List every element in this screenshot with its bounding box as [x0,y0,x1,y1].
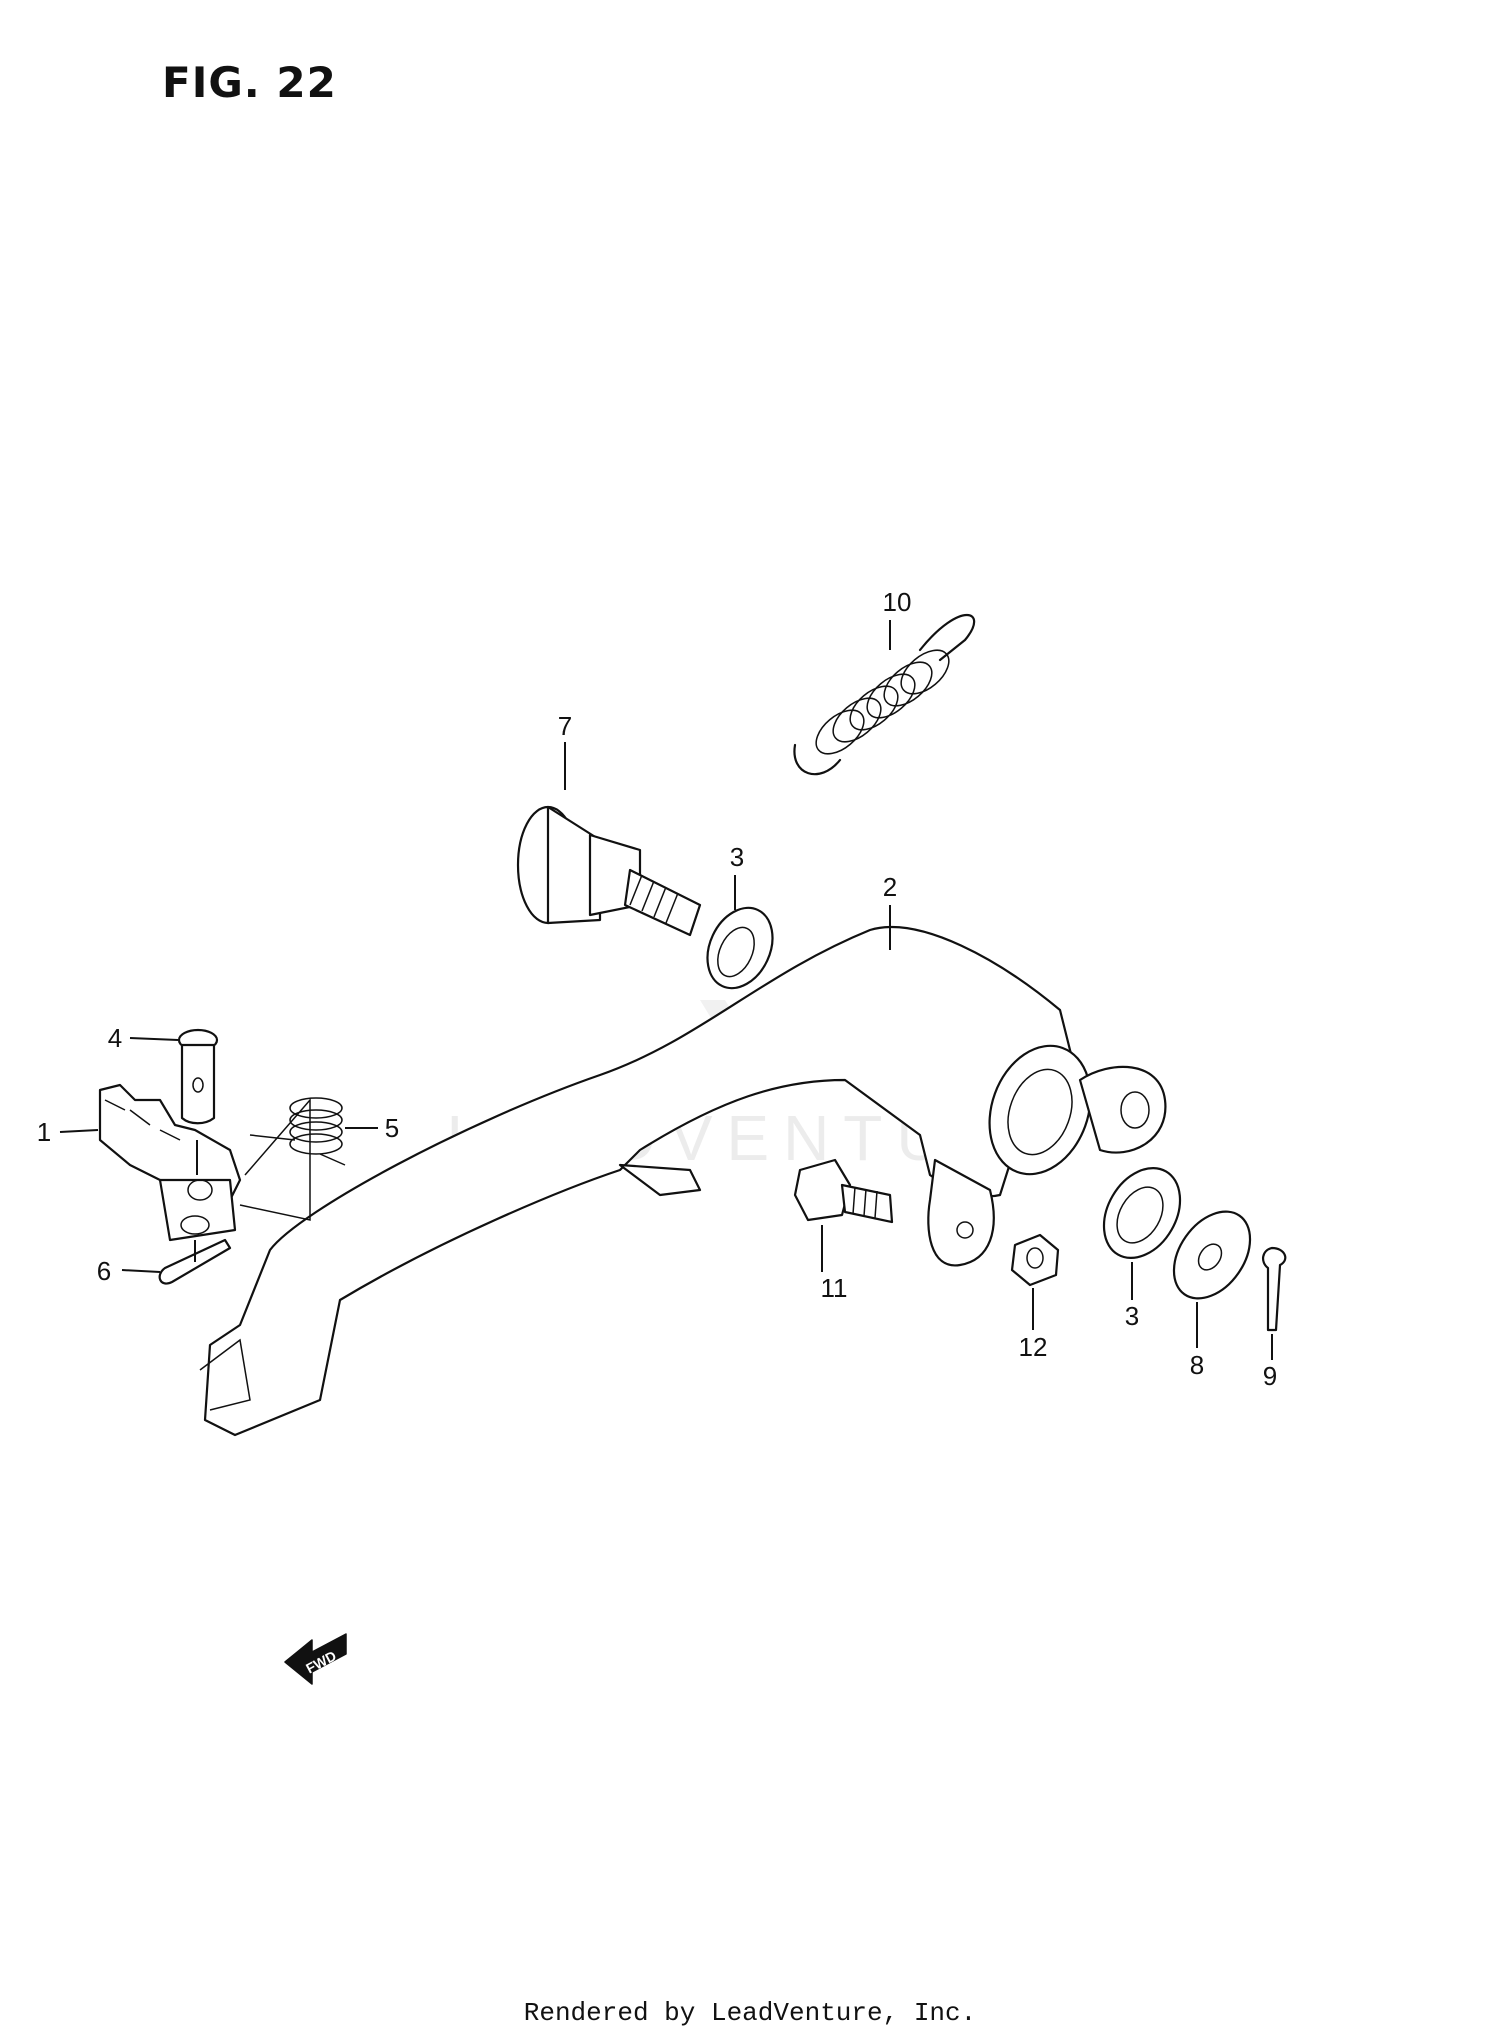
callout-3a: 3 [730,842,744,872]
part-1-footrest[interactable] [98,1083,242,1242]
part-2-brake-pedal[interactable] [199,925,1167,1437]
callout-7: 7 [558,711,572,741]
callout-1: 1 [37,1117,51,1147]
callout-12: 12 [1019,1332,1048,1362]
part-3a-bushing[interactable] [695,897,785,998]
callout-4: 4 [108,1023,122,1053]
callout-9: 9 [1263,1361,1277,1391]
callout-8: 8 [1190,1350,1204,1380]
part-10-spring[interactable] [793,613,976,776]
callout-6: 6 [97,1256,111,1286]
leader-lines [59,620,1273,1360]
part-5-spring[interactable] [239,1097,346,1221]
part-4-clevis-pin[interactable] [177,1028,219,1125]
callout-5: 5 [385,1113,399,1143]
callout-2: 2 [883,872,897,902]
part-11-bolt[interactable] [793,1158,894,1224]
callout-10: 10 [883,587,912,617]
callout-3b: 3 [1125,1301,1139,1331]
part-12-nut[interactable] [1010,1233,1060,1287]
part-9-cotter-pin[interactable] [1262,1246,1287,1332]
part-8-washer[interactable] [1158,1197,1265,1312]
part-7-pivot-bolt[interactable] [516,805,702,937]
footer-credit: Rendered by LeadVenture, Inc. [523,1998,977,2028]
callout-11: 11 [821,1273,848,1303]
figure-title: FIG. 22 [162,58,337,107]
part-3b-bushing[interactable] [1089,1154,1196,1271]
fwd-arrow-icon: FWD [284,1633,347,1685]
